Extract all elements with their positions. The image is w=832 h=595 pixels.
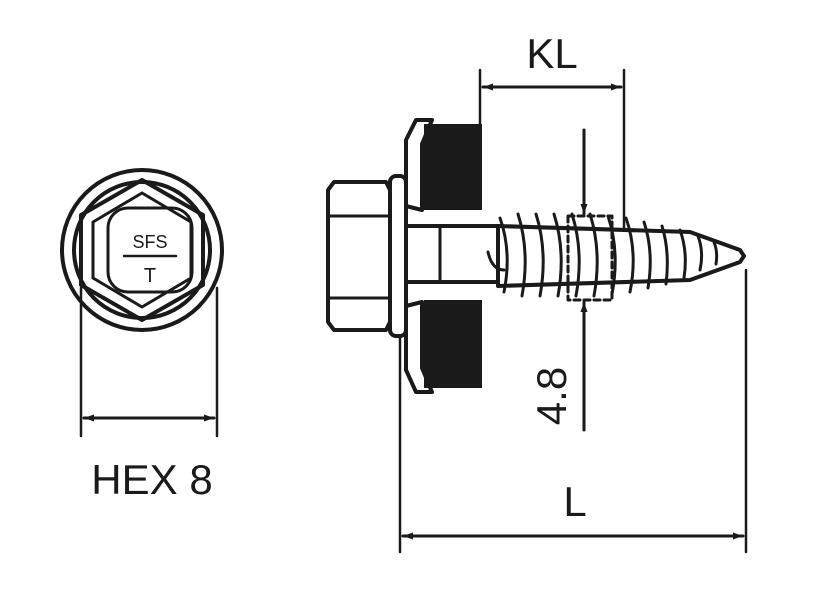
seal-upper (424, 124, 482, 210)
head-mark-top: SFS (132, 232, 167, 252)
kl-label: KL (526, 30, 577, 77)
end-view: SFS T HEX 8 (60, 168, 224, 503)
l-dimension: L (398, 268, 748, 554)
l-label: L (563, 478, 586, 525)
shank (404, 224, 500, 284)
washer-outline (60, 168, 224, 332)
flange (388, 174, 408, 338)
hex-outline (79, 178, 205, 322)
diameter-dimension: 4.8 (528, 128, 588, 432)
hex-label: HEX 8 (91, 456, 212, 503)
washer-lower (404, 300, 434, 394)
kl-dimension: KL (478, 30, 626, 232)
thread-body (496, 224, 746, 288)
hex-head (326, 180, 392, 332)
head-mark-bottom: T (144, 265, 156, 287)
seal-lower (424, 300, 482, 388)
side-view (326, 118, 746, 394)
diameter-band (566, 214, 614, 302)
diameter-label: 4.8 (528, 367, 575, 425)
head-mark-plate (106, 206, 194, 294)
washer-upper (404, 118, 434, 212)
